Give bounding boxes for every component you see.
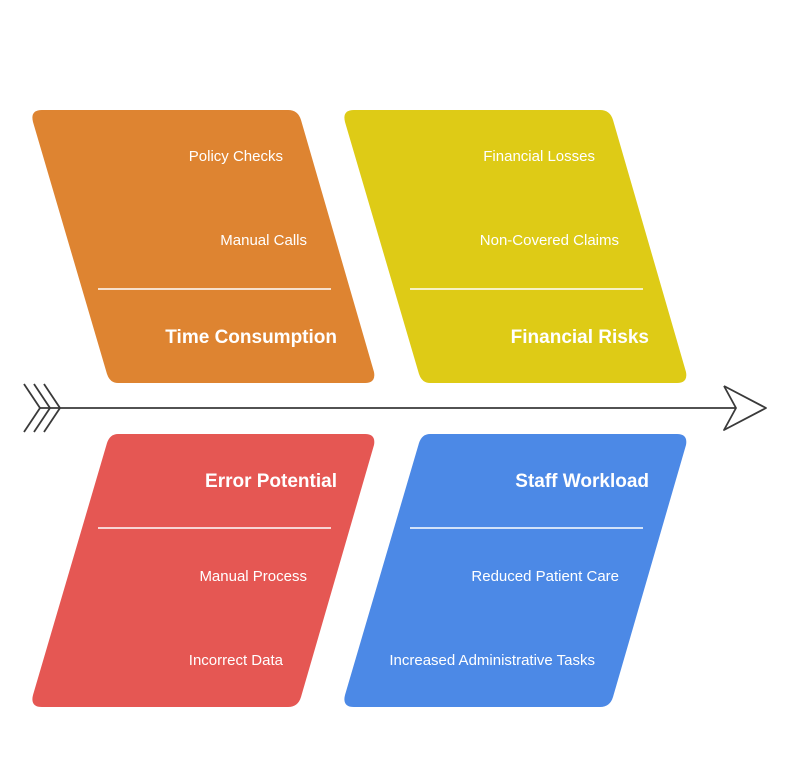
cause-label: Manual Calls (220, 232, 307, 249)
category-time-consumption: Policy Checks Manual Calls Time Consumpt… (32, 110, 375, 383)
category-panel (344, 434, 687, 707)
fishbone-spine (23, 383, 767, 433)
cause-label: Financial Losses (483, 148, 595, 165)
category-panel (344, 110, 687, 383)
category-panel (32, 434, 375, 707)
category-title: Staff Workload (515, 471, 649, 492)
cause-label: Policy Checks (189, 148, 283, 165)
category-staff-workload: Staff Workload Reduced Patient Care Incr… (344, 434, 687, 707)
category-financial-risks: Financial Losses Non-Covered Claims Fina… (344, 110, 687, 383)
cause-label: Increased Administrative Tasks (389, 652, 595, 669)
cause-label: Reduced Patient Care (471, 568, 619, 585)
category-title: Error Potential (205, 471, 337, 492)
cause-label: Incorrect Data (189, 652, 284, 669)
tail-chevron (43, 383, 62, 433)
tail-chevron (23, 383, 42, 433)
category-title: Financial Risks (511, 327, 649, 348)
arrow-head-icon (723, 385, 767, 431)
cause-label: Manual Process (199, 568, 307, 585)
category-panel (32, 110, 375, 383)
category-error-potential: Error Potential Manual Process Incorrect… (32, 434, 375, 707)
category-title: Time Consumption (165, 327, 337, 348)
cause-label: Non-Covered Claims (480, 232, 619, 249)
tail-chevron (33, 383, 52, 433)
